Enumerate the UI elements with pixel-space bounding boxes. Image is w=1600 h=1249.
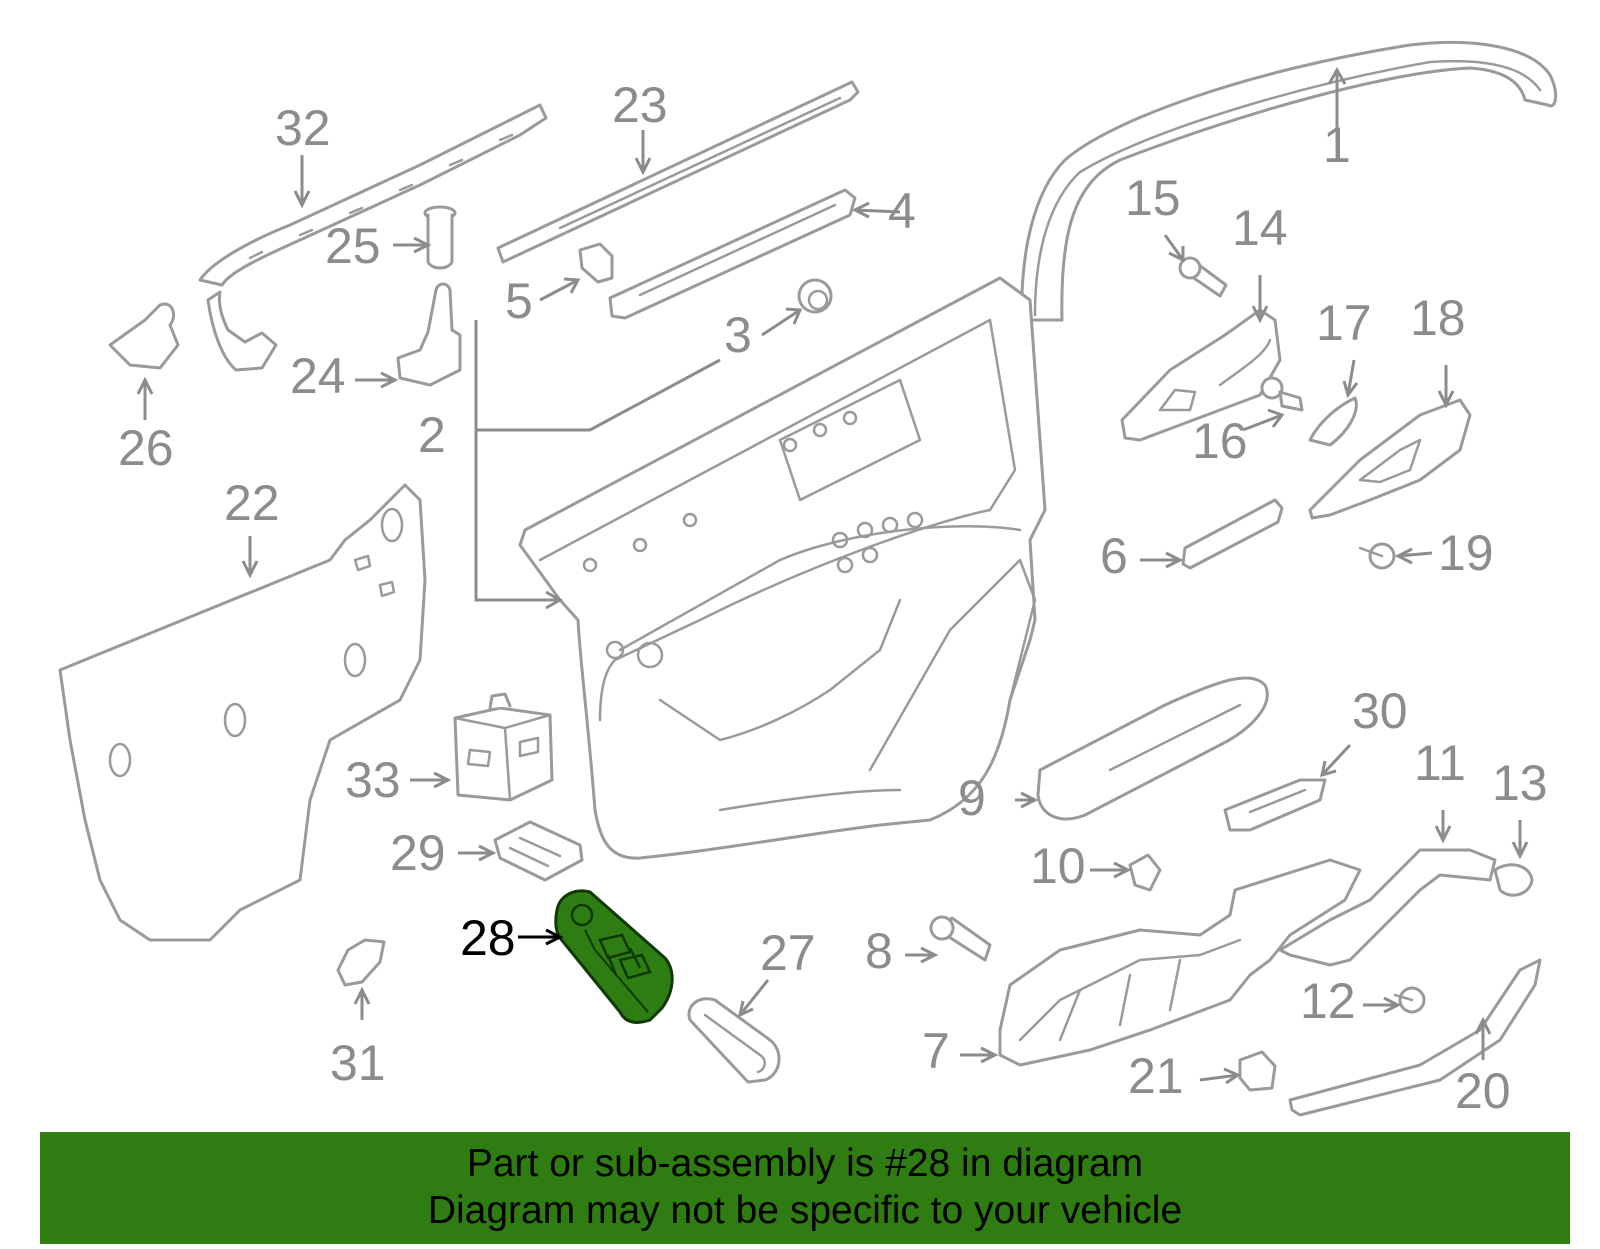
callout-29: 29 xyxy=(390,825,446,881)
part-18-handle-bezel[interactable] xyxy=(1308,398,1472,520)
part-12-screw[interactable] xyxy=(1393,986,1426,1014)
part-25-fastener[interactable] xyxy=(423,205,457,270)
callout-22: 22 xyxy=(224,475,280,531)
part-15-screw[interactable] xyxy=(1178,256,1228,298)
part-27-bezel[interactable] xyxy=(687,997,781,1084)
part-5-clip[interactable] xyxy=(578,242,614,284)
callout-1: 1 xyxy=(1323,117,1351,173)
part-30-bezel[interactable] xyxy=(1223,778,1327,832)
part-33-control-module[interactable] xyxy=(453,692,554,802)
part-20-lower-trim[interactable] xyxy=(1288,958,1542,1117)
callout-14: 14 xyxy=(1232,200,1288,256)
callout-8: 8 xyxy=(865,923,893,979)
callout-27: 27 xyxy=(760,925,816,981)
part-10-clip[interactable] xyxy=(1128,853,1162,892)
callout-11: 11 xyxy=(1414,735,1466,791)
callout-24: 24 xyxy=(290,348,346,404)
callout-3: 3 xyxy=(724,307,752,363)
part-19-screw[interactable] xyxy=(1358,542,1396,570)
part-16-screw[interactable] xyxy=(1260,376,1304,412)
callout-12: 12 xyxy=(1300,973,1356,1029)
part-26-clip[interactable] xyxy=(108,302,180,370)
callout-31: 31 xyxy=(330,1035,386,1091)
callout-20: 20 xyxy=(1455,1063,1511,1119)
banner-line-part-number: Part or sub-assembly is #28 in diagram xyxy=(466,1142,1144,1185)
info-banner: Part or sub-assembly is #28 in diagram D… xyxy=(40,1132,1570,1244)
callout-18: 18 xyxy=(1410,290,1466,346)
part-22-water-shield[interactable] xyxy=(58,483,427,942)
callout-25: 25 xyxy=(325,218,381,274)
part-4-belt-trim[interactable] xyxy=(608,188,857,320)
part-29-bracket[interactable] xyxy=(493,820,584,882)
part-24-bracket[interactable] xyxy=(396,282,462,387)
callout-7: 7 xyxy=(922,1023,950,1079)
callout-5: 5 xyxy=(505,273,533,329)
part-7-armrest-base[interactable] xyxy=(998,858,1362,1067)
callout-6: 6 xyxy=(1100,528,1128,584)
callout-16: 16 xyxy=(1192,413,1248,469)
callout-28: 28 xyxy=(460,910,516,966)
callout-23: 23 xyxy=(612,77,668,133)
part-6-trim-bar[interactable] xyxy=(1181,498,1284,570)
part-28-window-switch[interactable] xyxy=(554,889,674,1024)
part-8-screw[interactable] xyxy=(929,915,992,962)
part-9-armrest-pad[interactable] xyxy=(1036,676,1269,821)
callout-13: 13 xyxy=(1492,755,1548,811)
callout-labels: 1 2 3 4 5 6 7 8 9 10 11 12 13 14 15 16 1… xyxy=(118,77,1548,1119)
callout-9: 9 xyxy=(958,770,986,826)
callout-10: 10 xyxy=(1030,838,1086,894)
part-13-cap[interactable] xyxy=(1493,863,1534,897)
callout-26: 26 xyxy=(118,420,174,476)
banner-line-disclaimer: Diagram may not be specific to your vehi… xyxy=(427,1189,1183,1232)
callout-17: 17 xyxy=(1316,295,1372,351)
part-1-upper-molding[interactable] xyxy=(1020,41,1558,322)
callout-15: 15 xyxy=(1125,170,1181,226)
part-3-clip[interactable] xyxy=(797,278,833,314)
callout-4: 4 xyxy=(888,183,916,239)
part-2-door-trim-panel[interactable] xyxy=(518,276,1047,860)
part-11-pull-handle[interactable] xyxy=(1278,848,1497,967)
callout-33: 33 xyxy=(345,752,401,808)
part-17-cover[interactable] xyxy=(1308,396,1358,447)
part-21-clip[interactable] xyxy=(1238,1050,1277,1092)
callout-19: 19 xyxy=(1438,525,1494,581)
callout-32: 32 xyxy=(275,100,331,156)
leader-lines xyxy=(136,66,1529,1085)
part-23-weatherstrip[interactable] xyxy=(496,80,860,264)
callout-2: 2 xyxy=(418,407,446,463)
callout-30: 30 xyxy=(1352,683,1408,739)
part-31-clip[interactable] xyxy=(336,938,386,987)
callout-21: 21 xyxy=(1128,1048,1184,1104)
part-32-upper-trim[interactable] xyxy=(198,103,548,372)
